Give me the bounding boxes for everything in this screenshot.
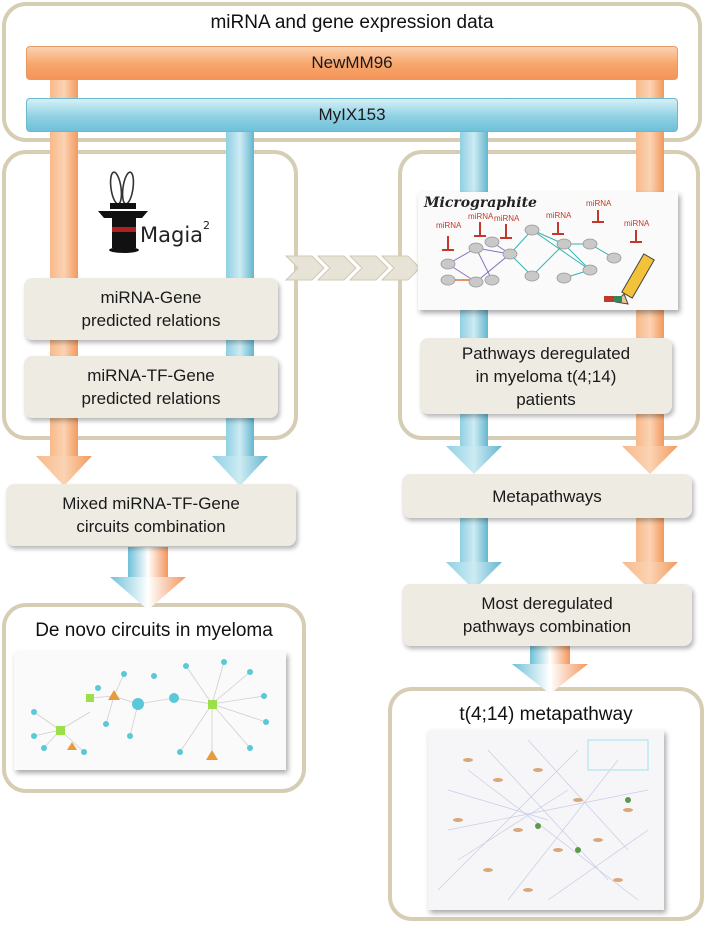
mirna-label-2: miRNA [468, 212, 494, 221]
mirna-tf-gene-relations-box: miRNA-TF-Gene predicted relations [24, 356, 278, 418]
orange-column-right-2 [636, 518, 664, 566]
metapathway-title: t(4;14) metapathway [459, 704, 633, 725]
mixed-circuits-box: Mixed miRNA-TF-Gene circuits combination [6, 484, 296, 546]
mirna-gene-relations-box: miRNA-Gene predicted relations [24, 278, 278, 340]
micrographite-network-icon [440, 210, 655, 305]
pathways-combination-box: Most deregulated pathways combination [402, 584, 692, 646]
merged-arrow-left-head [110, 577, 186, 610]
denovo-circuits-title: De novo circuits in myeloma [35, 620, 273, 641]
orange-arrowhead-left [36, 456, 92, 486]
mirna-label-1: miRNA [436, 221, 462, 230]
mirna-label-5: miRNA [586, 199, 612, 208]
blue-arrowhead-right-1 [446, 446, 502, 474]
merged-arrow-left-body [128, 547, 168, 577]
newmm96-bar: NewMM96 [26, 46, 678, 80]
metapathways-box: Metapathways [402, 474, 692, 518]
orange-arrowhead-right-1 [622, 446, 678, 474]
pathways-deregulated-box: Pathways deregulated in myeloma t(4;14) … [420, 338, 672, 414]
denovo-circuits-network-image [14, 652, 286, 770]
mirna-label-3: miRNA [494, 214, 520, 223]
micrographite-title: Micrographite [424, 195, 537, 211]
blue-arrowhead-right-2 [446, 562, 502, 590]
merged-arrow-right-head [512, 664, 588, 694]
magia-logo-superscript: 2 [203, 219, 210, 232]
mirna-label-4: miRNA [546, 211, 572, 220]
input-data-title: miRNA and gene expression data [210, 12, 494, 33]
metapathway-network-icon [428, 730, 664, 910]
micrographite-image: Micrographite [418, 192, 678, 310]
magia-logo-text: Magia [140, 223, 204, 247]
circuit-network-icon [31, 659, 269, 760]
mirna-label-6: miRNA [624, 219, 650, 228]
blue-arrowhead-left [212, 456, 268, 486]
orange-arrowhead-right-2 [622, 562, 678, 590]
pencil-icon [604, 253, 655, 305]
chevron-arrows [284, 255, 421, 281]
metapathway-network-image [428, 730, 664, 910]
blue-column-right-2 [460, 518, 488, 566]
myix153-bar: MyIX153 [26, 98, 678, 132]
